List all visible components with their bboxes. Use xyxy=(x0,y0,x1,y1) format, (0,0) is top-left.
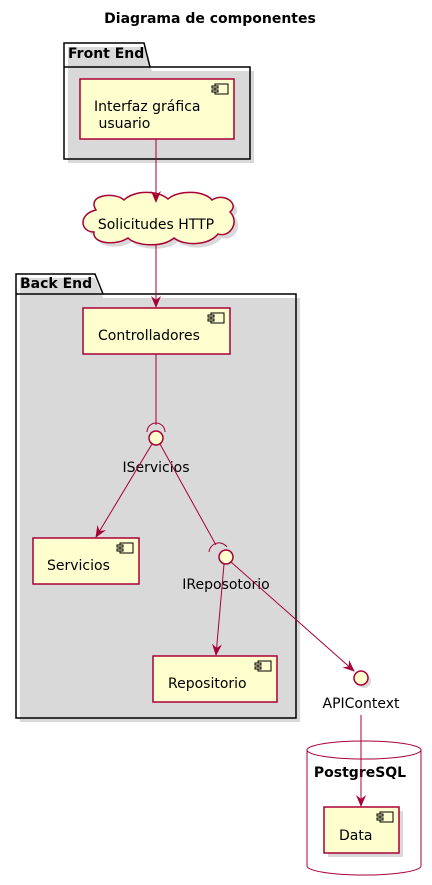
component-icon xyxy=(376,811,394,823)
component-label-servicios: Servicios xyxy=(47,558,110,574)
cloud-solicitudes-http: Solicitudes HTTP xyxy=(82,191,239,249)
socket-iservicios xyxy=(146,422,166,433)
database-label-postgresql: PostgreSQL xyxy=(314,765,406,781)
component-icon xyxy=(116,542,134,554)
package-label-front-end: Front End xyxy=(68,46,144,62)
edge-iservicios-to-irepositorio xyxy=(159,443,217,546)
edge-iservicios-to-servicios xyxy=(95,443,153,538)
component-icon xyxy=(254,660,272,672)
component-label-interfaz-line2: usuario xyxy=(94,116,150,132)
component-icon xyxy=(207,312,225,324)
package-back-end: Back End xyxy=(15,273,300,722)
component-label-controlladores: Controlladores xyxy=(98,328,200,344)
interface-label-apicontext: APIContext xyxy=(323,696,401,712)
component-label-repositorio: Repositorio xyxy=(168,676,247,692)
interface-iservicios: IServicios xyxy=(122,430,190,476)
component-label-interfaz-line1: Interfaz gráfica xyxy=(94,99,200,115)
cloud-label-solicitudes: Solicitudes HTTP xyxy=(98,217,214,233)
interface-label-iservicios: IServicios xyxy=(122,460,189,476)
component-label-data: Data xyxy=(339,828,372,844)
interface-apicontext: APIContext xyxy=(323,670,401,712)
edge-irepositorio-to-repositorio xyxy=(211,563,225,656)
socket-irepositorio xyxy=(208,542,228,553)
component-icon xyxy=(211,83,229,95)
edge-irepositorio-to-apicontext xyxy=(230,561,355,672)
component-controlladores: Controlladores xyxy=(82,307,234,358)
component-interfaz-grafica: Interfaz gráfica usuario xyxy=(79,78,238,143)
interface-irepositorio: IReposotorio xyxy=(182,549,270,593)
interface-label-irepositorio: IReposotorio xyxy=(182,577,269,593)
component-repositorio: Repositorio xyxy=(152,655,281,706)
package-label-back-end: Back End xyxy=(20,276,92,292)
component-data: Data xyxy=(323,806,403,857)
diagram-title: Diagrama de componentes xyxy=(104,11,316,27)
component-servicios: Servicios xyxy=(32,537,143,588)
